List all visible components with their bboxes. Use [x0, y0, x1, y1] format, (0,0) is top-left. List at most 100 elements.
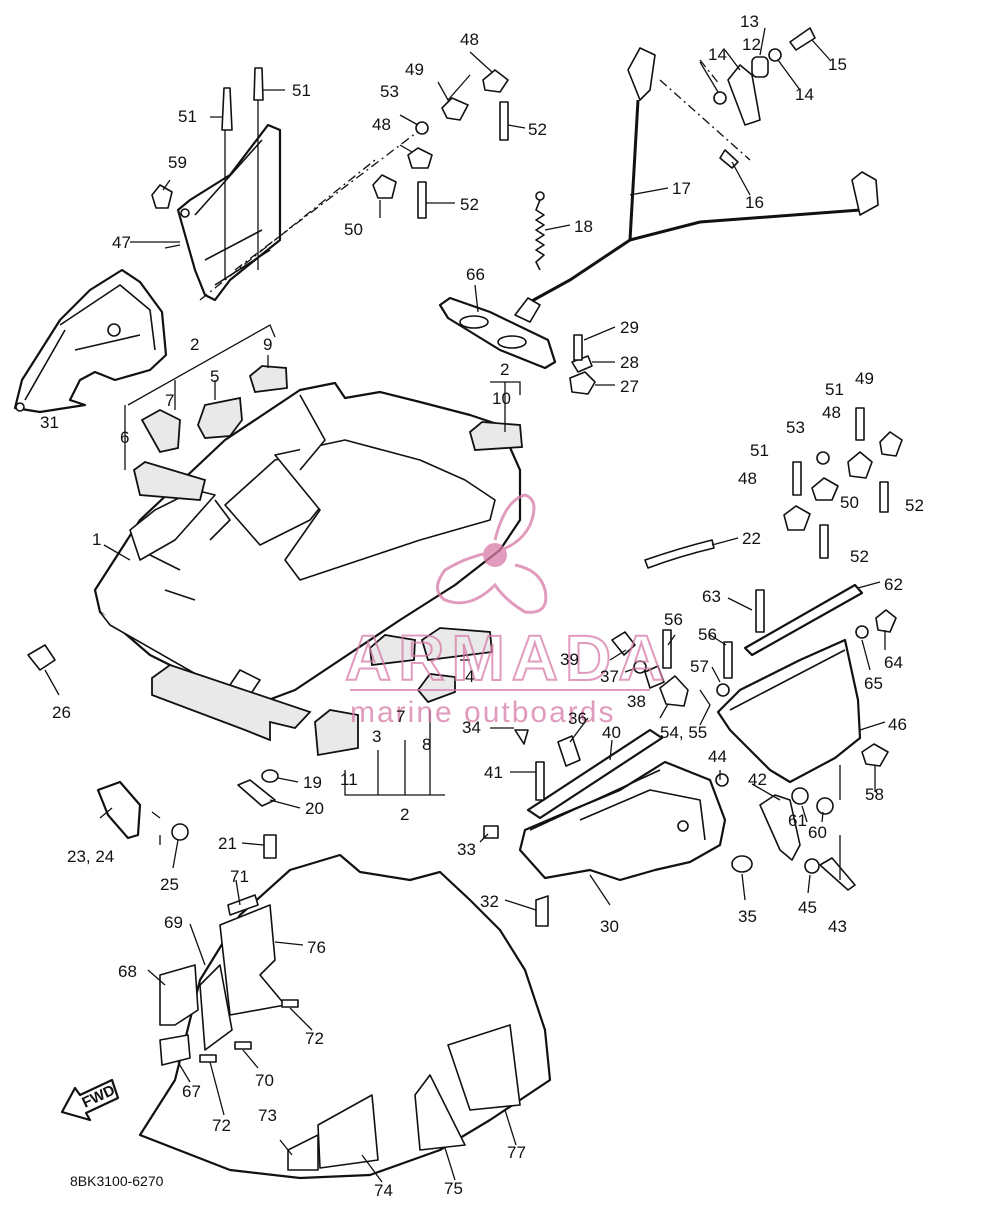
foam-pad-7 [140, 408, 181, 454]
callout-48d: 48 [738, 469, 757, 488]
callout-56a: 56 [664, 610, 683, 629]
tab-part-70 [234, 1041, 252, 1050]
foam-pad-10 [468, 421, 523, 451]
washer-part-65 [855, 625, 869, 639]
callout-67: 67 [182, 1082, 201, 1101]
callout-52d: 52 [850, 547, 869, 566]
callout-44: 44 [708, 747, 727, 766]
grommet-part-60 [816, 797, 834, 815]
strip-part-40 [526, 728, 664, 820]
callout-42: 42 [748, 770, 767, 789]
callout-36: 36 [568, 709, 587, 728]
callout-45: 45 [798, 898, 817, 917]
callout-22: 22 [742, 529, 761, 548]
foam-pad-5 [197, 396, 243, 439]
callout-2c: 2 [400, 805, 409, 824]
callout-53a: 53 [380, 82, 399, 101]
cover-part-30 [518, 760, 727, 882]
callout-11: 11 [340, 770, 358, 789]
liner-part-77 [447, 1024, 521, 1111]
liner-part-68 [159, 964, 199, 1026]
screw-part-32 [535, 895, 549, 927]
callout-29: 29 [620, 318, 639, 337]
callout-50a: 50 [344, 220, 363, 239]
strip-part-62 [743, 583, 864, 657]
bolt-part-16 [719, 149, 739, 169]
callout-63: 63 [702, 587, 721, 606]
rivet-part-56b [723, 641, 733, 679]
callout-2a: 2 [190, 335, 199, 354]
callout-9: 9 [263, 335, 272, 354]
callout-16: 16 [745, 193, 764, 212]
gasket-part-66 [438, 296, 557, 370]
callout-39: 39 [560, 650, 579, 669]
callout-2b: 2 [500, 360, 509, 379]
strap-part-20 [237, 779, 276, 807]
callout-34: 34 [462, 718, 481, 737]
callout-53b: 53 [786, 418, 805, 437]
callout-12: 12 [742, 35, 761, 54]
foam-pad-6 [132, 461, 207, 501]
clip-part-27 [569, 371, 596, 395]
callout-32: 32 [480, 892, 499, 911]
callout-18: 18 [574, 217, 593, 236]
tab-part-72a [281, 999, 299, 1008]
callout-1: 1 [92, 530, 101, 549]
callout-31: 31 [40, 413, 59, 432]
watermark-brand: ARMADA [345, 622, 671, 694]
callout-33: 33 [457, 840, 476, 859]
callout-52b: 52 [460, 195, 479, 214]
liner-part-75 [414, 1074, 466, 1151]
callout-20: 20 [305, 799, 324, 818]
foam-pad-8 [416, 673, 456, 704]
bolt-part-43 [819, 857, 856, 891]
callout-27: 27 [620, 377, 639, 396]
callout-47: 47 [112, 233, 131, 252]
clip-part-58 [861, 743, 889, 767]
clip-part-59 [151, 184, 173, 209]
screw-part-21 [263, 834, 277, 859]
callout-21: 21 [218, 834, 237, 853]
callout-25: 25 [160, 875, 179, 894]
rivet-part-29 [573, 334, 583, 361]
callout-54-55: 54, 55 [660, 723, 707, 742]
callout-35: 35 [738, 907, 757, 926]
callout-52a: 52 [528, 120, 547, 139]
callout-68: 68 [118, 962, 137, 981]
clip-part-64 [875, 609, 897, 633]
foam-pad-3 [369, 634, 416, 667]
clip-part-34 [514, 729, 529, 745]
callout-75: 75 [444, 1179, 463, 1198]
clip-part-39 [611, 631, 636, 656]
bolt-part-36 [557, 735, 581, 767]
callout-60: 60 [808, 823, 827, 842]
grommet-part-35 [731, 855, 753, 873]
washer-part-14b [768, 48, 782, 62]
spring-part-18 [535, 191, 545, 271]
callout-14a: 14 [708, 45, 727, 64]
callout-13: 13 [740, 12, 759, 31]
callout-57: 57 [690, 657, 709, 676]
callout-52c: 52 [905, 496, 924, 515]
callout-8: 8 [422, 735, 431, 754]
foam-pad-9 [248, 365, 288, 393]
callout-19: 19 [303, 773, 322, 792]
callout-62: 62 [884, 575, 903, 594]
callout-77: 77 [507, 1143, 526, 1162]
leader-lines [44, 27, 886, 1183]
grommet-part-25 [171, 823, 189, 841]
liner-part-67 [159, 1034, 191, 1066]
callout-3: 3 [372, 727, 381, 746]
callout-58: 58 [865, 785, 884, 804]
bushing-part-13 [751, 56, 769, 78]
rivet-part-41 [535, 761, 545, 801]
callout-49a: 49 [405, 60, 424, 79]
callout-15: 15 [828, 55, 847, 74]
callout-50b: 50 [840, 493, 859, 512]
callout-26: 26 [52, 703, 71, 722]
clip-part-38 [644, 665, 665, 689]
foam-pad-lower-long [151, 663, 312, 742]
callout-51d: 51 [750, 441, 769, 460]
callout-23-24: 23, 24 [67, 847, 114, 866]
